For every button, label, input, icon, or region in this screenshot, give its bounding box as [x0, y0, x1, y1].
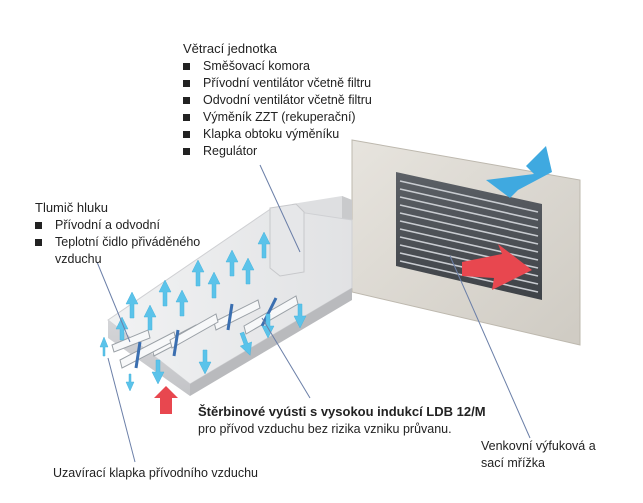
silencer-title: Tlumič hluku [35, 200, 108, 215]
outlets-subtitle: pro přívod vzduchu bez rizika vzniku prů… [198, 422, 452, 436]
unit-item: Směšovací komora [183, 58, 372, 75]
outdoor-exhaust-arrow [462, 244, 532, 290]
unit-item: Výměník ZZT (rekuperační) [183, 109, 372, 126]
unit-item: Odvodní ventilátor včetně filtru [183, 92, 372, 109]
bullet-icon [183, 97, 190, 104]
duct-bottom [190, 288, 352, 396]
unit-title: Větrací jednotka [183, 41, 277, 56]
silencer-items: Přívodní a odvodní Teplotní čidlo přivád… [35, 217, 200, 268]
unit-items: Směšovací komora Přívodní ventilátor vče… [183, 58, 372, 160]
grille-label-line1: Venkovní výfuková a [481, 439, 596, 453]
fresh-air-intake-arrow [154, 386, 178, 414]
damper-label: Uzavírací klapka přívodního vzduchu [53, 466, 258, 480]
bullet-icon [35, 239, 42, 246]
fan-unit-block [269, 203, 305, 277]
bullet-icon [183, 131, 190, 138]
bullet-icon [183, 148, 190, 155]
silencer-item: Přívodní a odvodní [35, 217, 200, 234]
unit-item: Klapka obtoku výměníku [183, 126, 372, 143]
leader-lines [96, 164, 531, 463]
bullet-icon [183, 80, 190, 87]
supply-air-arrows [99, 231, 307, 392]
silencer-item-continuation: vzduchu [55, 252, 102, 266]
silencer-item: Teplotní čidlo přiváděného [35, 234, 200, 251]
bullet-icon [35, 222, 42, 229]
outlets-title: Štěrbinové vyústi s vysokou indukcí LDB … [198, 404, 486, 419]
unit-item: Regulátor [183, 143, 372, 160]
unit-item: Přívodní ventilátor včetně filtru [183, 75, 372, 92]
grille-label-line2: sací mřížka [481, 456, 545, 470]
bullet-icon [183, 114, 190, 121]
bullet-icon [183, 63, 190, 70]
outdoor-intake-arrow [486, 146, 552, 198]
